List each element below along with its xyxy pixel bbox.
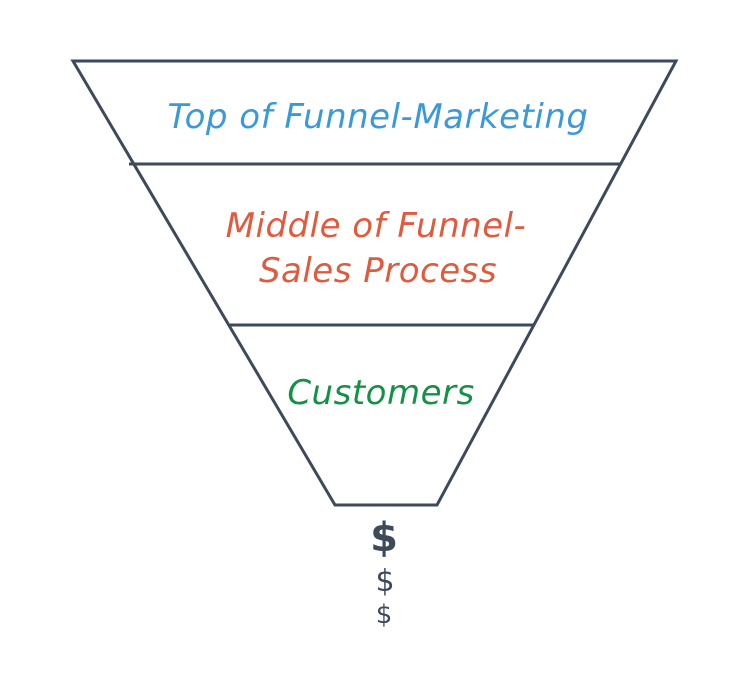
- stage-bottom-label: Customers: [287, 373, 474, 413]
- dollar-icon: $: [376, 600, 393, 630]
- dollar-icon: $: [370, 515, 398, 561]
- funnel-outline: [70, 59, 679, 507]
- stage-top-label: Top of Funnel-Marketing: [168, 97, 589, 137]
- dollar-icon: $: [375, 564, 394, 599]
- stage-middle-label-line1: Middle of Funnel-: [226, 206, 527, 246]
- stage-middle-label-line2: Sales Process: [259, 251, 497, 291]
